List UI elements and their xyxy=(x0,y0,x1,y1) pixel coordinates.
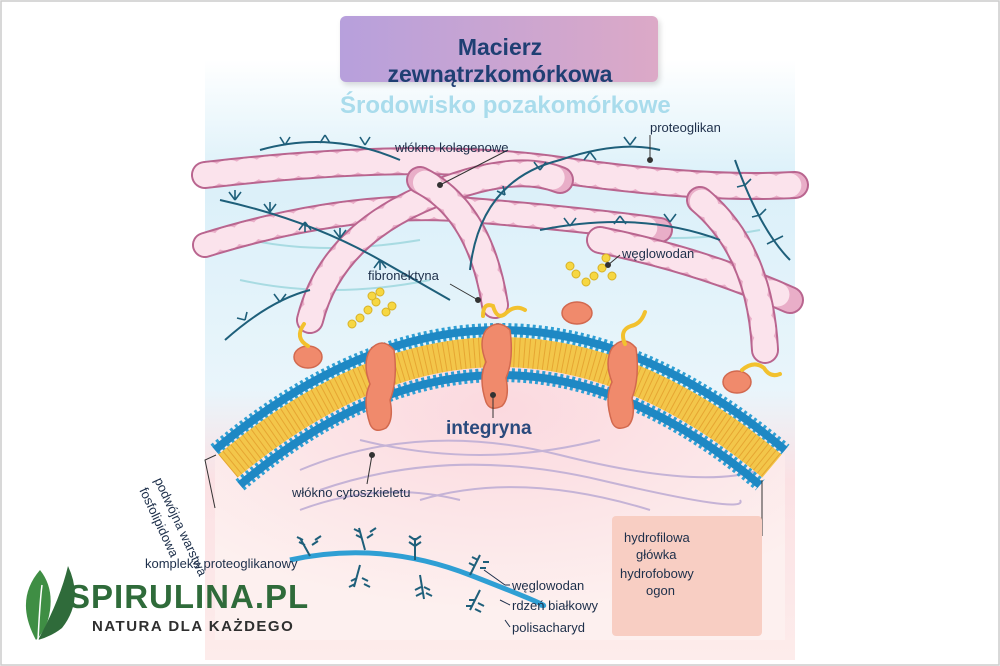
leader-lines xyxy=(204,135,763,537)
brand-tagline: NATURA DLA KAŻDEGO xyxy=(92,618,295,635)
phospholipid-legend xyxy=(612,516,762,636)
legend-tail-line2: ogon xyxy=(646,583,675,598)
fibronectin-4 xyxy=(740,362,782,378)
carbohydrates xyxy=(347,253,617,329)
proteoglycan-complex xyxy=(289,527,547,628)
integrins xyxy=(293,301,752,431)
proteoglycan-4 xyxy=(539,221,721,241)
integrin-4 xyxy=(293,345,323,369)
brand-name: SPIRULINA.PL xyxy=(68,578,310,615)
integrin-2 xyxy=(481,323,513,409)
proteoglycan-6 xyxy=(224,289,311,341)
label-cytoskeleton-fiber: włókno cytoszkieletu xyxy=(292,485,411,500)
integrin-1 xyxy=(365,342,397,431)
proteoglycan-5 xyxy=(734,159,791,261)
leaf-logo-icon xyxy=(25,566,75,641)
fibronectin-2 xyxy=(481,303,527,318)
integrin-6 xyxy=(722,370,752,394)
label-complex-title: kompleks proteoglikanowy xyxy=(145,556,298,571)
legend-tail-line1: hydrofobowy xyxy=(620,566,694,581)
label-complex-carbohydrate: węglowodan xyxy=(512,578,585,593)
fibronectins xyxy=(297,303,782,378)
page-title: Macierz zewnątrzkomórkowa xyxy=(387,34,613,87)
label-complex-polysaccharide: polisacharyd xyxy=(512,620,585,635)
integrin-5 xyxy=(561,301,593,325)
fibronectin-1 xyxy=(297,322,310,348)
label-fibronectin: fibronektyna xyxy=(368,268,439,283)
label-collagen-fiber: włókno kolagenowe xyxy=(395,140,509,155)
proteoglycan-branches xyxy=(228,134,784,321)
legend-head-line1: hydrofilowa xyxy=(624,530,690,545)
fibronectin-3 xyxy=(621,310,647,346)
legend-head-line2: główka xyxy=(636,547,677,562)
collagen-fiber-6 xyxy=(686,186,779,364)
cytoskeleton-fibers xyxy=(299,439,761,511)
label-carbohydrate: węglowodan xyxy=(622,246,695,261)
integrin-3 xyxy=(607,340,639,429)
collagen-fiber-4 xyxy=(406,166,509,319)
environment-label: Środowisko pozakomórkowe xyxy=(340,92,671,119)
complex-branches xyxy=(296,527,489,613)
complex-core xyxy=(289,550,547,609)
proteoglycan-1 xyxy=(219,199,451,301)
title-card xyxy=(340,16,658,82)
label-complex-protein-core: rdzeń białkowy xyxy=(512,598,598,613)
proteoglycan-3 xyxy=(469,145,661,271)
label-proteoglycan: proteoglikan xyxy=(650,120,721,135)
label-integrin: integryna xyxy=(446,418,532,439)
collagen-fiber-3 xyxy=(296,159,574,334)
